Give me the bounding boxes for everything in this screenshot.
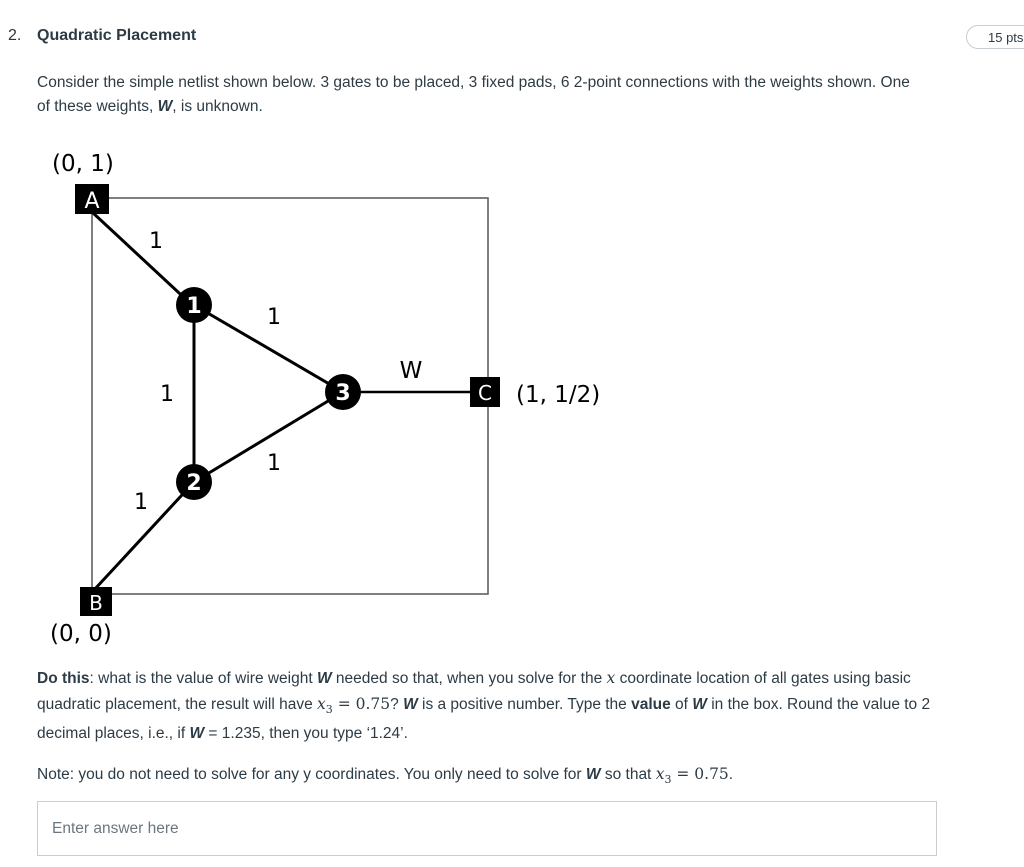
pad-a-coord: (0, 1): [52, 151, 114, 177]
pad-b-label: B: [89, 591, 103, 615]
w-symbol: W: [692, 695, 707, 713]
gate-3: [325, 374, 361, 410]
gate-1: [176, 287, 212, 323]
pad-c: [470, 377, 500, 407]
pad-c-coord: (1, 1/2): [516, 382, 600, 408]
note-text: .: [728, 766, 734, 783]
pad-b-coord: (0, 0): [50, 621, 112, 647]
question-intro: Consider the simple netlist shown below.…: [37, 71, 917, 119]
pad-b: [80, 587, 112, 616]
question-number: 2.: [8, 27, 22, 44]
weight-b-2: 1: [134, 490, 148, 515]
note-text: so that: [600, 766, 656, 783]
weight-2-3: 1: [267, 451, 281, 476]
intro-w: W: [157, 98, 173, 115]
do-this-text: ?: [390, 695, 404, 713]
x3-equation: x3 = 0.75: [655, 765, 729, 787]
w-symbol: W: [403, 695, 418, 713]
note-text: Note: you do not need to solve for any y…: [37, 766, 586, 783]
value-emphasis: value: [631, 695, 671, 713]
w-symbol: W: [316, 670, 332, 687]
do-this-text: = 1.235, then you type ‘1.24’.: [204, 725, 408, 743]
do-this-text: is a positive number. Type the: [417, 695, 632, 713]
w-symbol: W: [189, 725, 205, 743]
points-badge: 15 pts: [966, 25, 1024, 49]
wire-1-3: [193, 303, 344, 394]
x3-equation: x3 = 0.75: [317, 694, 391, 716]
weight-1-3: 1: [267, 305, 281, 330]
gate-2: [176, 464, 212, 500]
do-this-text: : what is the value of wire weight: [89, 670, 317, 687]
w-symbol: W: [585, 766, 601, 783]
gate-3-label: 3: [335, 381, 350, 406]
placement-region: [91, 197, 489, 595]
pad-a-label: A: [84, 189, 99, 214]
intro-text-1: Consider the simple netlist shown below.…: [37, 74, 910, 115]
intro-text-2: , is unknown.: [172, 98, 263, 115]
x-symbol: x: [606, 669, 616, 687]
weight-1-2: 1: [160, 382, 174, 407]
gate-2-label: 2: [186, 471, 201, 496]
do-this-text: in the box. Round the value to 2 decimal…: [37, 695, 931, 743]
netlist-diagram: A (0, 1) B (0, 0) C (1, 1/2) 1 2 3 1 1 1…: [50, 151, 600, 647]
gate-1-label: 1: [186, 294, 201, 319]
do-this-text: of: [670, 695, 693, 713]
do-this-text: needed so that, when you solve for the: [331, 670, 607, 687]
wire-b-2: [92, 480, 196, 592]
wire-2-3: [193, 390, 344, 484]
note-paragraph: Note: you do not need to solve for any y…: [37, 762, 942, 792]
weight-3-c: W: [400, 358, 423, 384]
weight-a-1: 1: [149, 229, 163, 254]
answer-input[interactable]: [37, 801, 937, 856]
pad-a: [75, 184, 109, 214]
question-title: Quadratic Placement: [37, 27, 197, 44]
do-this-label: Do this: [37, 670, 90, 687]
pad-c-label: C: [478, 381, 492, 405]
do-this-paragraph: Do this: what is the value of wire weigh…: [37, 666, 942, 747]
do-this-text: coordinate location of all gates using b…: [37, 670, 911, 713]
wire-a-1: [90, 210, 194, 307]
